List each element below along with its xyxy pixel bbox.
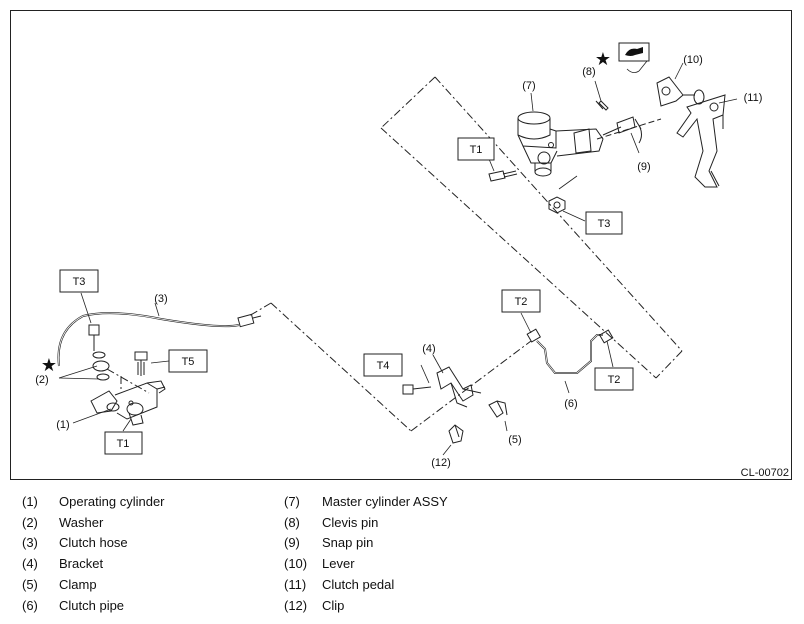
legend-item: (1) Operating cylinder	[22, 492, 165, 513]
torque-label-t1-master: T1	[470, 144, 483, 156]
operating-cylinder-bolt	[134, 351, 148, 376]
legend-number: (4)	[22, 556, 38, 572]
torque-label-t1-operating: T1	[117, 438, 130, 450]
legend-right-column: (7) Master cylinder ASSY (8) Clevis pin (9…	[284, 492, 448, 616]
legend-item: (5) Clamp	[22, 575, 165, 596]
legend-number: (8)	[284, 514, 300, 530]
legend-left-column: (1) Operating cylinder (2) Washer (3) Clutc…	[22, 492, 165, 616]
callout-7: (7)	[522, 80, 535, 92]
legend-label: Clutch pipe	[59, 597, 125, 613]
legend-label: Snap pin	[322, 535, 374, 551]
legend-number: (10)	[284, 556, 308, 572]
legend-item: (2) Washer	[22, 513, 165, 534]
legend-label: Master cylinder ASSY	[322, 494, 448, 509]
torque-label-t3-upper: T3	[598, 218, 611, 230]
clevis-pin	[595, 100, 609, 111]
exploded-parts-diagram: ★ ★ T1 T3 T3 T5 T1 T4 T2 T2 (1) (2)	[35, 42, 789, 479]
legend-number: (6)	[22, 597, 38, 613]
clutch-pipe	[536, 334, 603, 374]
callout-3: (3)	[154, 293, 167, 305]
legend-item: (4) Bracket	[22, 554, 165, 575]
legend-number: (2)	[22, 514, 38, 530]
union-bolt	[88, 324, 100, 351]
legend-item: (3) Clutch hose	[22, 533, 165, 554]
legend-label: Clutch hose	[59, 535, 128, 551]
callout-9: (9)	[637, 161, 650, 173]
torque-label-t2-upper: T2	[515, 296, 528, 308]
legend-number: (12)	[284, 597, 308, 613]
torque-label-t3-hose: T3	[73, 276, 86, 288]
clip	[448, 424, 464, 444]
clutch-hose	[57, 312, 240, 367]
diagram-frame: ★ ★ T1 T3 T3 T5 T1 T4 T2 T2 (1) (2)	[10, 10, 792, 480]
legend-label: Clevis pin	[322, 514, 379, 530]
callout-12: (12)	[431, 457, 451, 469]
legend-item: (7) Master cylinder ASSY	[284, 492, 448, 513]
legend-number: (5)	[22, 576, 38, 592]
leader-lines	[58, 62, 738, 456]
legend-label: Clip	[322, 597, 345, 613]
clamp	[488, 400, 508, 418]
legend-label: Washer	[59, 514, 104, 530]
figure-code: CL-00702	[741, 467, 789, 479]
lever	[656, 76, 705, 107]
legend-label: Lever	[322, 556, 355, 572]
clutch-pedal	[676, 94, 726, 188]
legend-number: (7)	[284, 494, 300, 509]
callout-2: (2)	[35, 374, 48, 386]
callout-1: (1)	[56, 419, 69, 431]
legend-number: (3)	[22, 535, 38, 551]
legend-number: (11)	[284, 576, 307, 592]
legend-label: Clamp	[59, 576, 97, 592]
clutch-pipe-fittings	[526, 328, 614, 344]
operating-cylinder	[90, 380, 166, 426]
bracket	[436, 366, 482, 408]
master-cylinder-nut	[548, 196, 566, 214]
legend-item: (8) Clevis pin	[284, 513, 448, 534]
torque-label-t5: T5	[182, 356, 195, 368]
callout-8: (8)	[582, 66, 595, 78]
legend-item: (9) Snap pin	[284, 533, 448, 554]
torque-label-t4: T4	[377, 360, 390, 372]
master-cylinder-assy	[517, 111, 662, 177]
legend-number: (1)	[22, 494, 38, 509]
callout-10: (10)	[683, 54, 703, 66]
torque-label-t2-lower: T2	[608, 374, 621, 386]
grease-icon	[618, 42, 650, 73]
star-symbol-washer: ★	[41, 355, 57, 375]
legend-item: (11) Clutch pedal	[284, 575, 448, 596]
legend-label: Clutch pedal	[322, 576, 395, 592]
callout-4: (4)	[422, 343, 435, 355]
legend-item: (12) Clip	[284, 596, 448, 617]
legend-label: Bracket	[59, 556, 104, 572]
callout-11: (11)	[744, 92, 763, 104]
bracket-bolt	[402, 384, 432, 395]
master-cylinder-bolt	[488, 170, 518, 182]
legend-item: (10) Lever	[284, 554, 448, 575]
washers	[92, 351, 110, 381]
star-symbol-master: ★	[595, 49, 611, 69]
snap-pin	[638, 124, 642, 144]
legend-item: (6) Clutch pipe	[22, 596, 165, 617]
callout-6: (6)	[564, 398, 577, 410]
callout-5: (5)	[508, 434, 521, 446]
legend-number: (9)	[284, 535, 300, 551]
legend-label: Operating cylinder	[59, 494, 165, 509]
clutch-hose-fitting	[237, 313, 262, 328]
